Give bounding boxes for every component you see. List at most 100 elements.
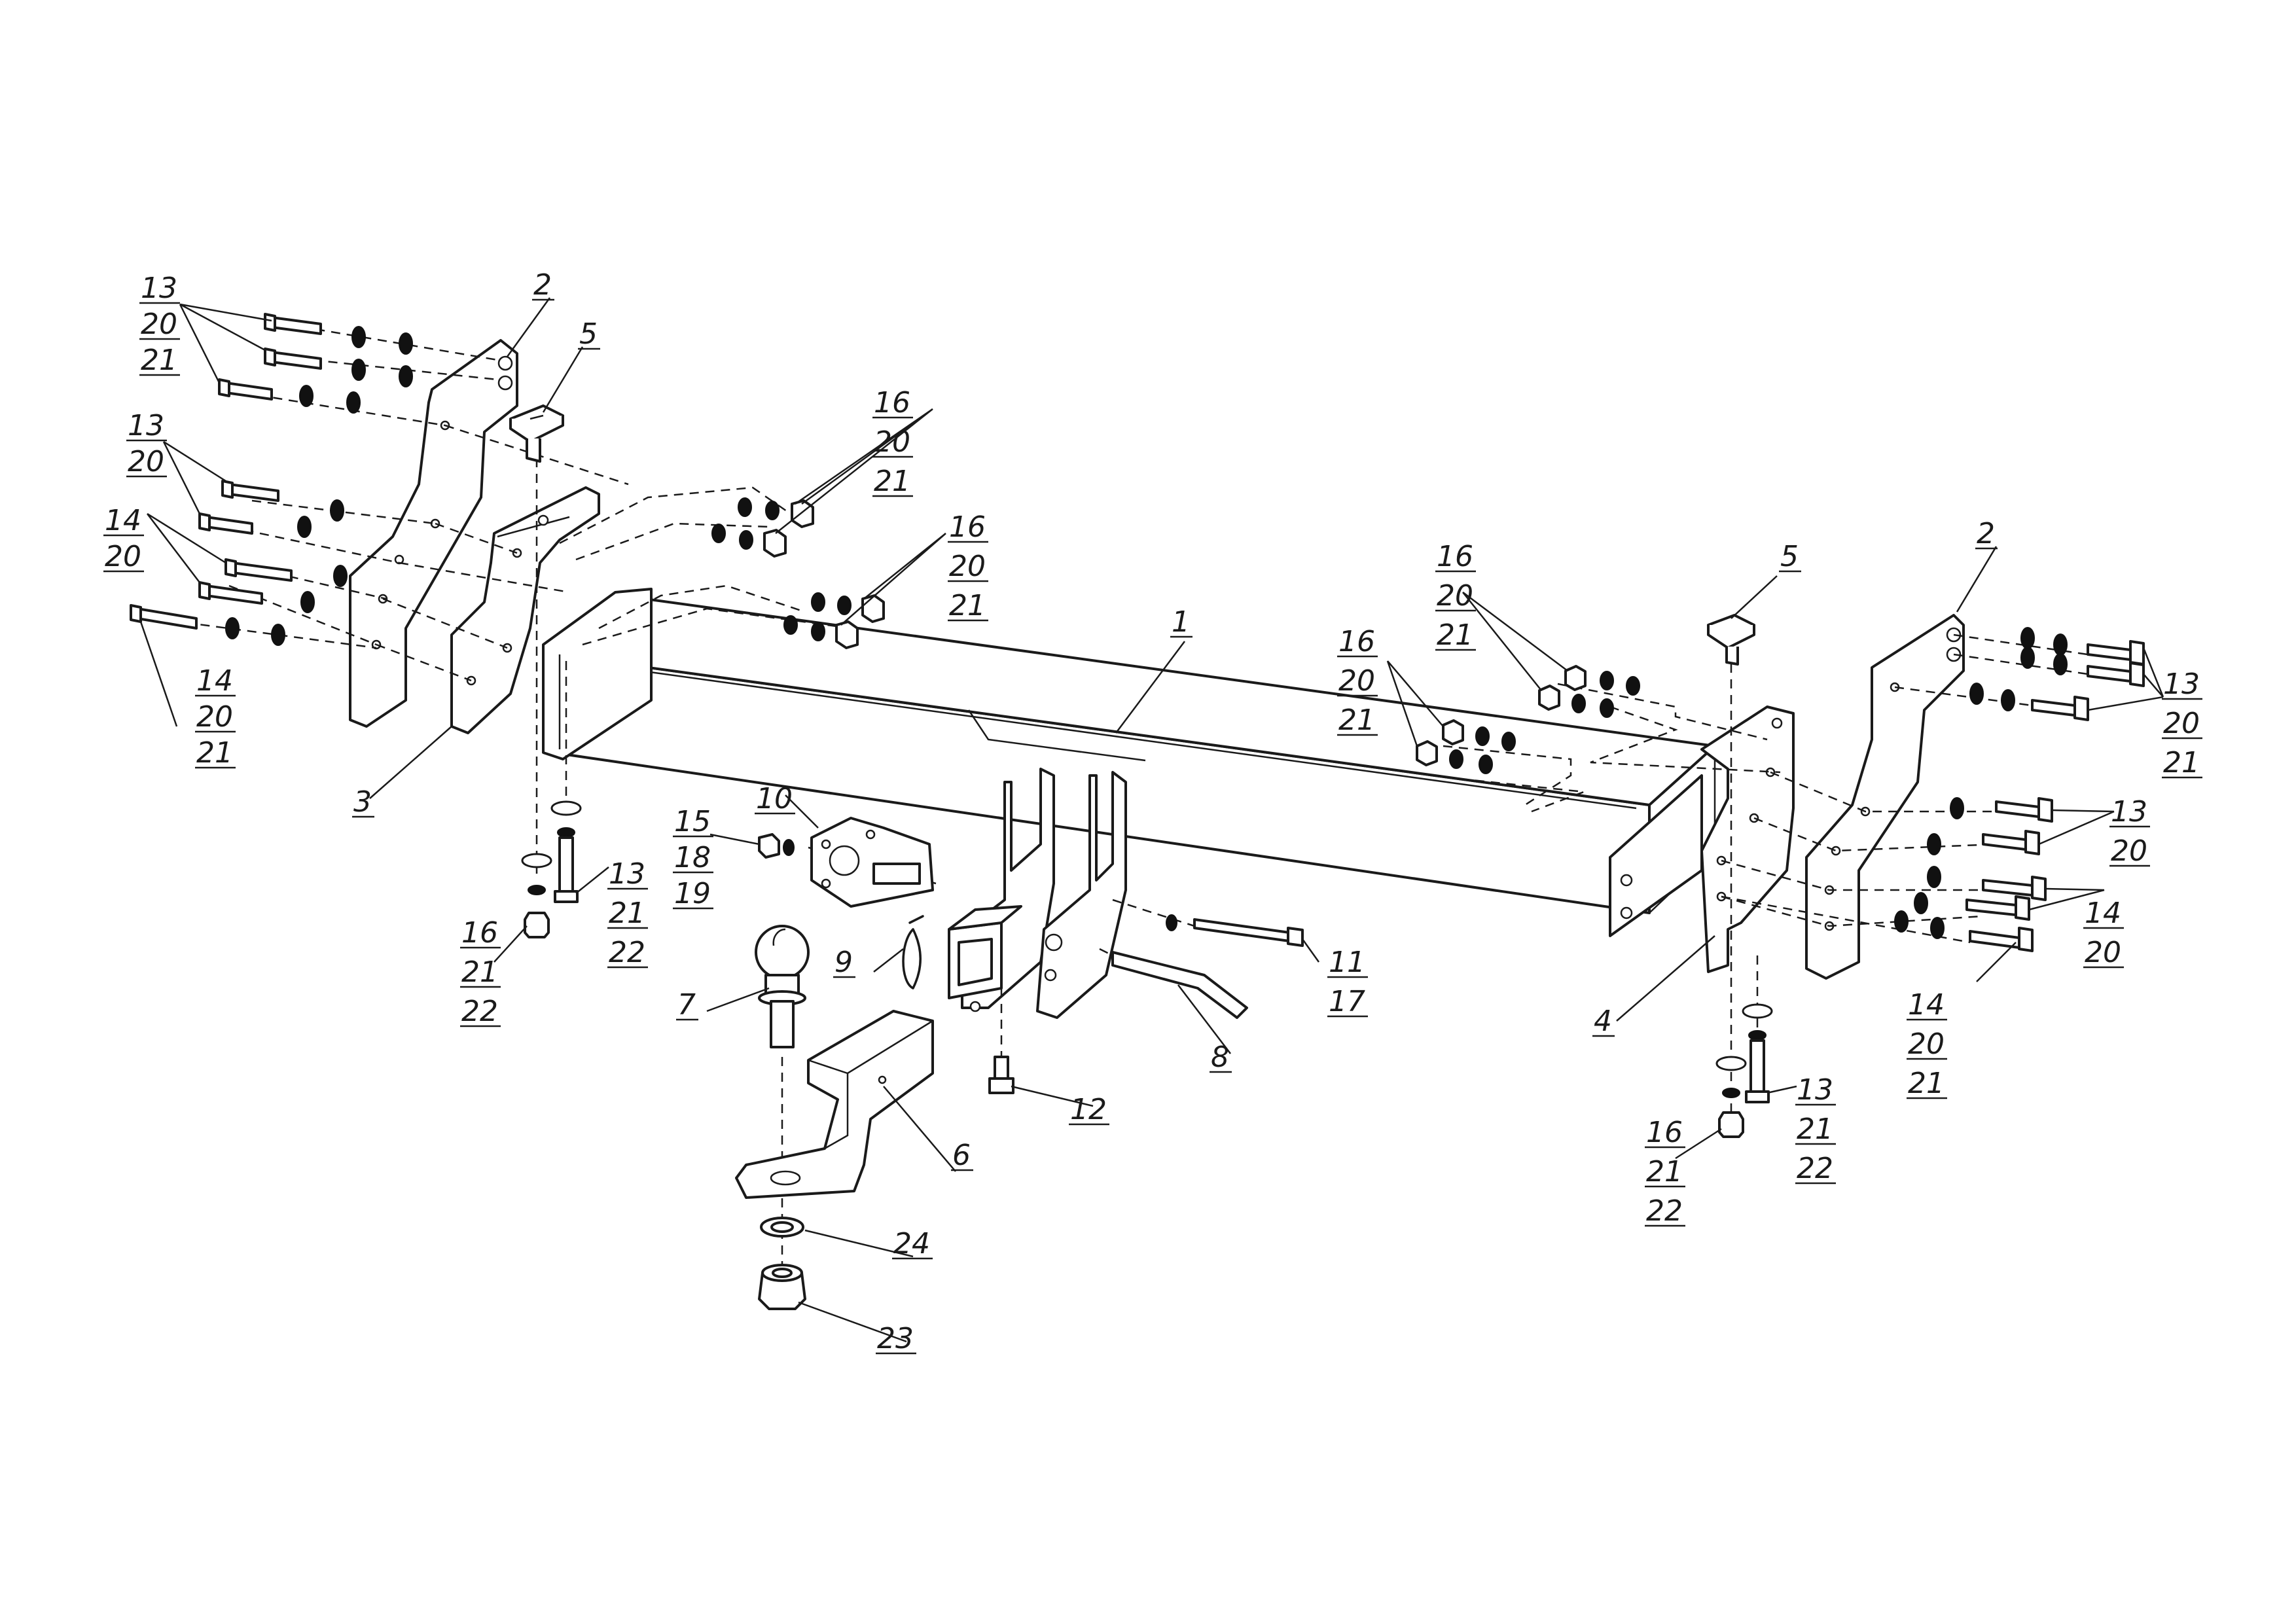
svg-text:22: 22: [1646, 1194, 1683, 1228]
leader-lines: [139, 297, 2164, 1343]
right-bolts-13: [1927, 627, 2145, 855]
svg-text:20: 20: [2085, 936, 2121, 969]
callout-14-20-21-bl: 14 20 21: [196, 664, 233, 770]
svg-text:13: 13: [141, 272, 177, 305]
svg-text:12: 12: [1070, 1093, 1107, 1126]
callout-2-right: 2: [1977, 517, 1995, 550]
right-bolts-14: [1894, 866, 2047, 952]
left-washers: [225, 326, 413, 646]
svg-text:19: 19: [674, 877, 711, 910]
svg-text:20: 20: [128, 445, 164, 478]
svg-text:21: 21: [1908, 1067, 1945, 1100]
callout-14-20-ml: 14 20: [105, 504, 141, 573]
svg-text:9: 9: [834, 946, 853, 979]
svg-text:20: 20: [141, 308, 177, 341]
callout-4: 4: [1594, 1005, 1612, 1038]
svg-text:20: 20: [874, 425, 910, 459]
svg-text:16: 16: [1338, 625, 1375, 658]
svg-text:21: 21: [874, 465, 910, 498]
electric-socket-bracket-10: [810, 817, 934, 908]
left-side-plate-2: [349, 339, 518, 728]
svg-text:20: 20: [196, 700, 233, 734]
svg-text:22: 22: [609, 936, 645, 969]
svg-text:20: 20: [1437, 579, 1473, 613]
svg-text:21: 21: [1437, 618, 1473, 652]
svg-text:11: 11: [1329, 946, 1365, 979]
svg-text:20: 20: [105, 540, 141, 573]
left-top-nuts: [711, 497, 885, 649]
receiver-tube: [948, 905, 1022, 1012]
bolt-nut-15: [758, 833, 795, 859]
svg-text:5: 5: [1780, 540, 1799, 573]
callout-5-left: 5: [579, 317, 598, 351]
svg-text:16: 16: [1646, 1116, 1683, 1149]
callout-11-17: 11 17: [1329, 946, 1365, 1018]
callout-9: 9: [834, 946, 853, 979]
callout-24: 24: [893, 1227, 930, 1260]
svg-text:14: 14: [105, 504, 141, 537]
svg-text:24: 24: [893, 1227, 930, 1260]
callout-2-left: 2: [533, 268, 552, 302]
pin-clip-9: [902, 915, 924, 990]
left-bolts-13: [198, 313, 322, 535]
receiver-bracket-right: [1036, 771, 1127, 1019]
svg-text:1: 1: [1172, 605, 1190, 639]
svg-text:21: 21: [609, 897, 645, 930]
long-bolt-11: [1166, 914, 1304, 947]
callout-16-20-21-a: 16 20 21: [874, 386, 910, 498]
ball-mount-6: [735, 1010, 934, 1199]
callout-1: 1: [1172, 605, 1190, 639]
svg-text:21: 21: [2163, 746, 2200, 779]
callout-16-20-21-b: 16 20 21: [949, 510, 986, 622]
svg-text:22: 22: [461, 995, 498, 1028]
svg-text:2: 2: [1977, 517, 1995, 550]
svg-text:21: 21: [1338, 704, 1375, 737]
svg-text:23: 23: [877, 1322, 914, 1355]
crossbeam-right-end-plate: [1609, 774, 1703, 937]
callout-16-21-22-r: 16 21 22: [1646, 1116, 1683, 1228]
tow-ball-7: [755, 925, 810, 1048]
svg-text:21: 21: [1646, 1155, 1683, 1188]
svg-text:21: 21: [196, 736, 233, 770]
svg-text:21: 21: [461, 955, 498, 989]
svg-text:13: 13: [2163, 668, 2200, 701]
svg-text:20: 20: [2111, 834, 2147, 868]
callout-3: 3: [353, 785, 372, 819]
callout-15-18-19: 15 18 19: [674, 805, 711, 910]
callout-5-right: 5: [1780, 540, 1799, 573]
svg-text:13: 13: [1797, 1073, 1833, 1107]
svg-text:13: 13: [2111, 795, 2147, 829]
svg-text:15: 15: [674, 805, 711, 838]
right-vertical-fasteners: [1715, 1003, 1773, 1138]
nut-23: [758, 1264, 806, 1310]
svg-text:4: 4: [1594, 1005, 1612, 1038]
svg-text:22: 22: [1797, 1152, 1833, 1185]
bolt-12: [988, 1056, 1014, 1094]
callout-13-21-22-r: 13 21 22: [1797, 1073, 1833, 1185]
svg-text:21: 21: [141, 344, 177, 377]
callout-7: 7: [677, 988, 696, 1022]
svg-text:3: 3: [353, 785, 372, 819]
hitch-pin-8: [1111, 951, 1248, 1019]
left-vertical-fasteners: [521, 800, 582, 938]
callout-13-20-mr: 13 20: [2111, 795, 2147, 868]
callout-16-20-21-c: 16 20 21: [1437, 540, 1473, 652]
callout-13-21-22-l: 13 21 22: [609, 857, 645, 969]
svg-text:5: 5: [579, 317, 598, 351]
svg-text:20: 20: [1908, 1027, 1945, 1061]
svg-text:7: 7: [677, 988, 696, 1022]
callout-16-20-21-d: 16 20 21: [1338, 625, 1375, 737]
svg-text:20: 20: [949, 550, 986, 583]
callout-6: 6: [952, 1139, 971, 1172]
svg-text:20: 20: [1338, 664, 1375, 698]
callout-13-20-21-tr: 13 20 21: [2163, 668, 2200, 779]
svg-text:14: 14: [1908, 988, 1945, 1022]
svg-text:13: 13: [609, 857, 645, 891]
callout-23: 23: [877, 1322, 914, 1355]
callout-13-20-ml: 13 20: [128, 409, 164, 478]
svg-text:16: 16: [1437, 540, 1473, 573]
svg-text:10: 10: [756, 782, 793, 815]
svg-text:13: 13: [128, 409, 164, 442]
svg-text:20: 20: [2163, 707, 2200, 740]
